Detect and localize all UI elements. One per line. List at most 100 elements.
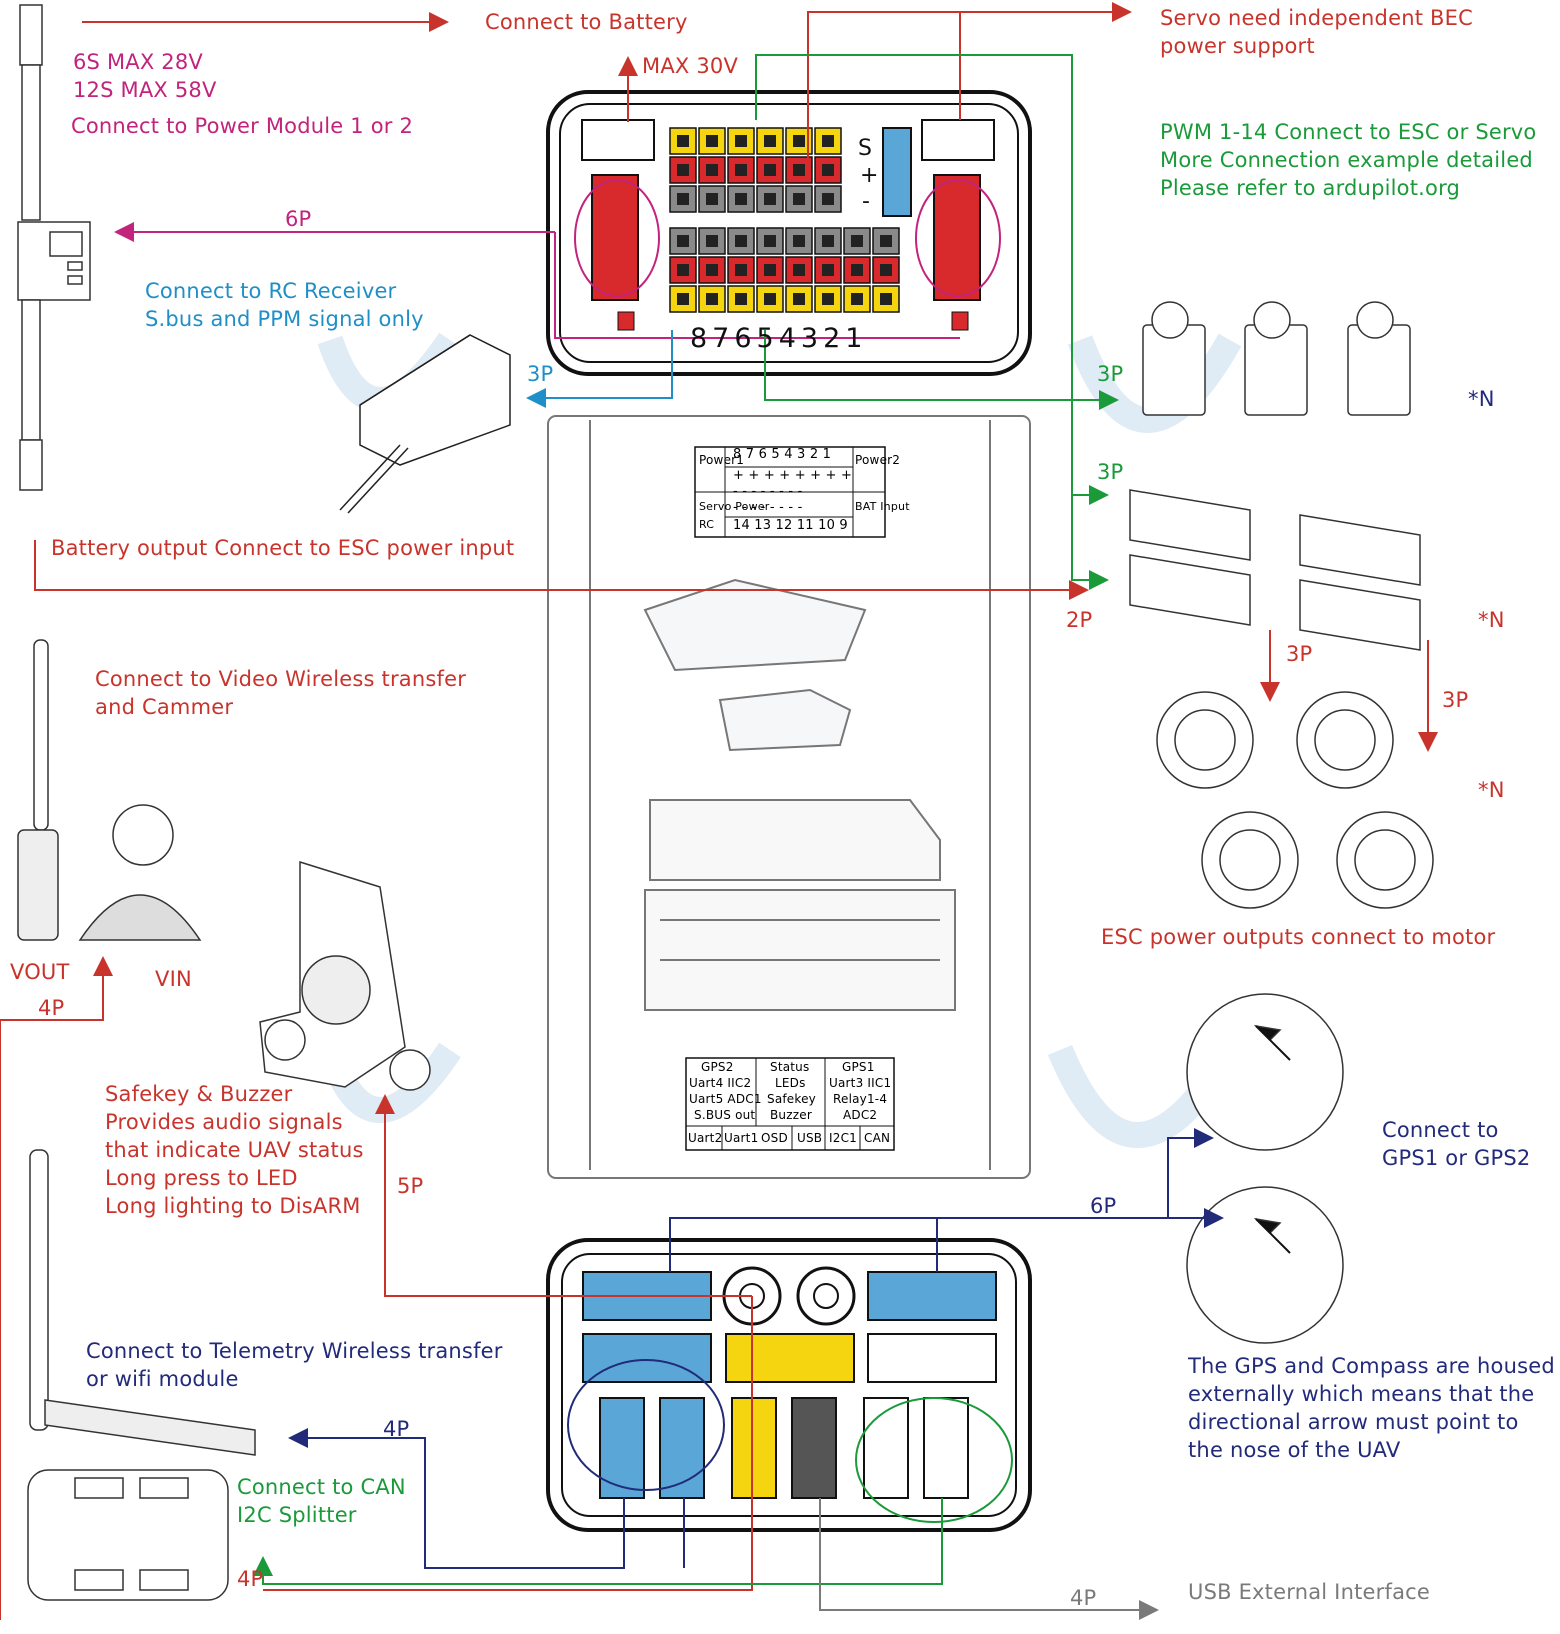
pwm-label-1: PWM 1-14 Connect to ESC or Servo [1160,120,1537,144]
svg-text:+: + [860,163,878,188]
usb-4p-label: 4P [1070,1586,1097,1610]
port-uart2: Uart2 [688,1131,723,1145]
header-pin [698,285,726,313]
svg-text:S: S [858,136,872,161]
header-pin-hole [764,164,776,176]
header-pin-hole [706,164,718,176]
gps-6p-label: 6P [1090,1194,1117,1218]
telemetry-4p-label: 4P [383,1417,410,1441]
safekey-label-1: Safekey & Buzzer [105,1082,293,1106]
motor-3p-label-a: 3P [1286,642,1313,666]
max-voltage-label: MAX 30V [642,54,739,78]
header-pin-hole [793,264,805,276]
two-p-label: 2P [1066,608,1093,632]
header-pin-hole [764,235,776,247]
video-label-1: Connect to Video Wireless transfer [95,667,467,691]
gps-label-1: Connect to [1382,1118,1499,1142]
pwm-label-3: Please refer to ardupilot.org [1160,176,1461,200]
header-pin-hole [677,193,689,205]
telemetry-label-1: Connect to Telemetry Wireless transfer [86,1339,503,1363]
gps-note-1: The GPS and Compass are housed [1188,1354,1555,1378]
port-leds: LEDs [775,1076,806,1090]
legend-rc: RC [699,518,715,531]
top-pin-numbers: 87654321 [690,323,868,354]
header-pin-hole [706,135,718,147]
rc-3p-label: 3P [527,362,554,386]
header-pin-hole [822,264,834,276]
header-pin-hole [677,264,689,276]
bottom-port-legend [685,1057,895,1151]
legend-row-minus: - - - - - - - - [733,484,803,499]
gps-note-3: directional arrow must point to [1188,1410,1519,1434]
telemetry-module [29,1149,256,1456]
header-pin-hole [706,293,718,305]
header-pin-hole [764,293,776,305]
header-pin-hole [706,235,718,247]
safekey-buzzer-board [259,860,431,1091]
port-gps1: GPS1 [842,1060,875,1074]
svg-text:-: - [862,189,870,214]
port-status: Status [770,1060,810,1074]
flight-controller-body [547,415,1031,1179]
legend-bat-input: BAT Input [855,500,910,513]
video-transmitter [17,639,59,941]
telemetry-label-2: or wifi module [86,1367,239,1391]
vin-label: VIN [155,967,192,991]
safekey-label-4: Long press to LED [105,1166,298,1190]
header-pin-hole [793,293,805,305]
safekey-label-2: Provides audio signals [105,1110,343,1134]
legend-power2: Power2 [855,453,901,467]
header-pin-hole [735,135,747,147]
escs [1129,489,1421,651]
port-can: CAN [864,1131,891,1145]
battery-spec-12s: 12S MAX 58V [73,78,217,102]
can-4p-label: 4P [237,1567,264,1591]
header-pin-hole [677,135,689,147]
servos [1142,301,1411,416]
power-module-label: Connect to Power Module 1 or 2 [71,114,414,138]
can-label-2: I2C Splitter [237,1503,357,1527]
battery-spec-6s: 6S MAX 28V [73,50,203,74]
motor-3p-label-b: 3P [1442,688,1469,712]
port-uart4: Uart4 IIC2 [689,1076,752,1090]
port-buzzer: Buzzer [770,1108,812,1122]
port-sbus: S.BUS out [694,1108,756,1122]
header-pin-hole [764,193,776,205]
port-adc2: ADC2 [843,1108,878,1122]
header-pin-hole [735,164,747,176]
legend-power1: Power1 [699,453,745,467]
bottom-controller-board [546,1238,1032,1532]
port-uart1: Uart1 [724,1131,759,1145]
rc-receiver-label-2: S.bus and PPM signal only [145,307,424,331]
legend-row-minus-2: - - - - - - - - [733,500,803,515]
gps-modules [1186,993,1344,1344]
video-4p-label: 4P [38,996,65,1020]
header-pin-hole [764,264,776,276]
header-pin-hole [764,135,776,147]
servo-3p-label: 3P [1097,362,1124,386]
servo-bec-label-2: power support [1160,34,1315,58]
header-pin-hole [793,164,805,176]
safekey-5p-label: 5P [397,1174,424,1198]
header-pin [814,185,842,213]
header-pin-hole [793,235,805,247]
can-label-1: Connect to CAN [237,1475,406,1499]
rc-receiver-label-1: Connect to RC Receiver [145,279,397,303]
legend-pin-numbers: 8 7 6 5 4 3 2 1 [733,447,832,462]
gps-note-2: externally which means that the [1188,1382,1535,1406]
top-controller-board: S + - [546,90,1032,376]
header-pin-hole [822,235,834,247]
header-pin-hole [851,293,863,305]
motors [1156,691,1434,909]
safekey-label-3: that indicate UAV status [105,1138,364,1162]
esc-3p-label: 3P [1097,460,1124,484]
top-pin-legend [694,446,886,538]
header-pin-hole [677,293,689,305]
header-pin-hole [677,164,689,176]
servo-bec-label-1: Servo need independent BEC [1160,6,1473,30]
usb-interface-label: USB External Interface [1188,1580,1431,1604]
header-pin-hole [735,264,747,276]
header-pin-hole [706,264,718,276]
legend-row-plus: + + + + + + + + [733,468,853,483]
